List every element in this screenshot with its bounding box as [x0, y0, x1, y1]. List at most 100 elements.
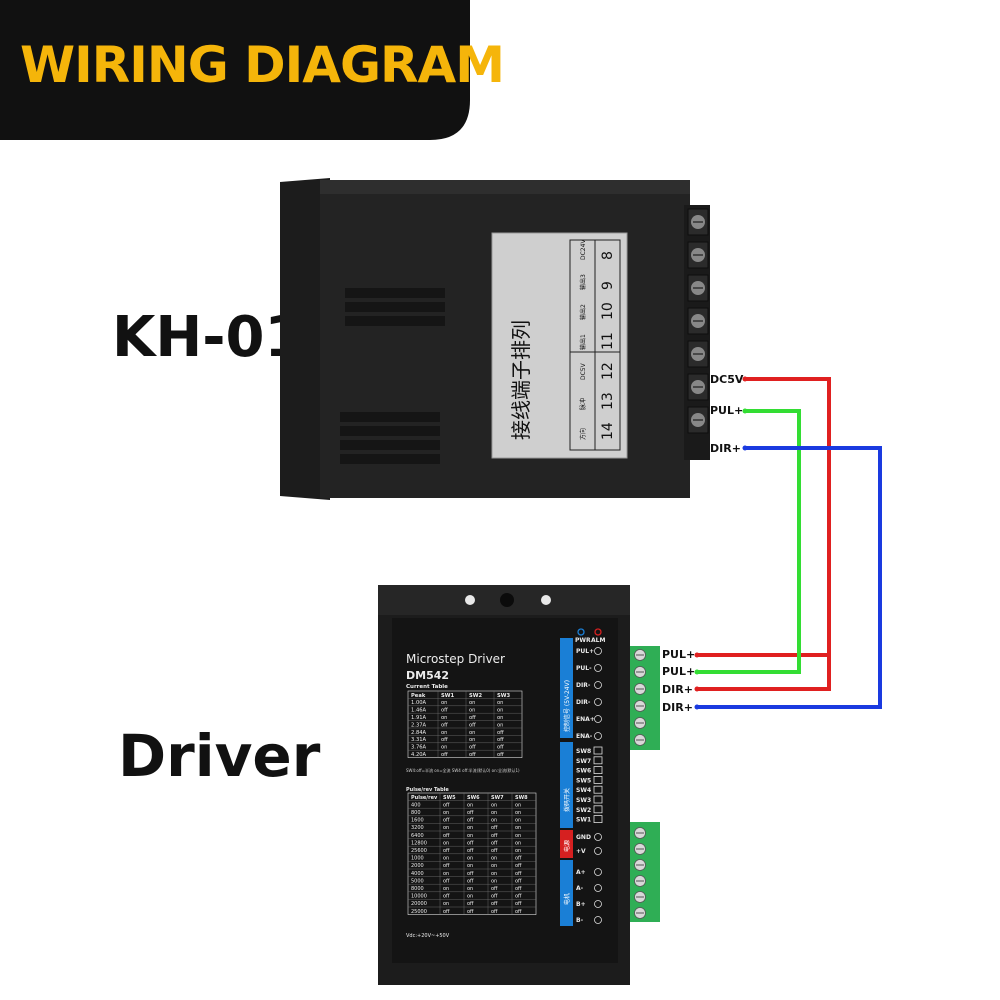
pulse-table-cell: off — [443, 818, 450, 824]
pulse-table-cell: on — [515, 833, 521, 839]
driver-terminal-label: DIR- — [576, 699, 591, 706]
pulse-table-cell: off — [467, 818, 474, 824]
driver-terminal-labels: PUL+PUL-DIR-DIR-ENA+ENA-SW8SW7SW6SW5SW4S… — [576, 647, 603, 924]
power-strip-label: 电源 — [563, 840, 571, 852]
pulse-table-cell: on — [443, 825, 449, 831]
pin-label-dir-plus: DIR+ — [710, 442, 741, 455]
current-table-header: Peak — [411, 693, 426, 699]
pulse-table-cell: off — [515, 863, 522, 869]
motor-strip-label: 电机 — [563, 893, 571, 905]
pulse-table-cell: off — [515, 871, 522, 877]
controller-terminal-name: 输出3 — [579, 274, 587, 290]
current-table-cell: off — [469, 752, 476, 758]
current-table-header: SW2 — [469, 693, 482, 699]
driver-terminal-label: B+ — [576, 901, 586, 908]
driver-terminal-label: SW5 — [576, 777, 591, 784]
controller-side-face — [280, 178, 330, 500]
driver-terminal-label: GND — [576, 834, 591, 841]
pulse-table-cell: on — [491, 863, 497, 869]
current-table-cell: off — [441, 752, 448, 758]
pulse-table-cell: 20000 — [411, 901, 427, 907]
controller-terminal-screws — [687, 208, 709, 434]
pin-label-pul-plus: PUL+ — [710, 404, 743, 417]
header-background — [0, 0, 470, 140]
pin-label-dc5v: DC5V — [710, 373, 744, 386]
pulse-table-cell: 8000 — [411, 886, 424, 892]
terminal-screw-icon — [594, 698, 602, 706]
current-table-cell: on — [441, 715, 447, 721]
pulse-table-cell: 400 — [411, 802, 421, 808]
dip-switch — [593, 785, 603, 794]
driver-terminal-label: SW1 — [576, 817, 591, 824]
mount-hole-right — [541, 595, 551, 605]
pulse-table-cell: off — [467, 848, 474, 854]
signal-strip — [560, 638, 573, 738]
dip-switch — [593, 756, 603, 765]
pulse-table-cell: off — [443, 894, 450, 900]
driver-pot — [500, 593, 514, 607]
wire-label-pul-plus-1: PUL+ — [662, 648, 695, 661]
pulse-table-cell: off — [467, 909, 474, 915]
pulse-table-cell: off — [515, 909, 522, 915]
pulse-table-cell: on — [443, 901, 449, 907]
current-table-cell: off — [497, 752, 504, 758]
controller-terminal-number: 12 — [600, 362, 616, 380]
header-banner — [0, 0, 470, 140]
pulse-table-header: SW6 — [467, 795, 480, 801]
pulse-table-cell: off — [467, 878, 474, 884]
terminal-screw-icon — [594, 847, 602, 855]
driver-terminal-label: +V — [576, 848, 586, 855]
terminal-screw-icon — [594, 715, 602, 723]
driver-title: Microstep Driver — [406, 652, 505, 666]
pulse-table-cell: off — [515, 901, 522, 907]
pulse-table-cell: 5000 — [411, 878, 424, 884]
current-table-cell: off — [441, 737, 448, 743]
controller-terminal-number: 13 — [600, 392, 616, 410]
pulse-table-cell: off — [443, 802, 450, 808]
controller-vents-bottom — [340, 412, 440, 464]
pulse-table-cell: off — [491, 909, 498, 915]
driver-terminal-label: A- — [576, 885, 584, 892]
pulse-table-cell: on — [491, 856, 497, 862]
current-table-cell: 3.31A — [411, 737, 427, 743]
pulse-table-cell: on — [443, 886, 449, 892]
pulse-table-cell: on — [443, 856, 449, 862]
pulse-table-cell: off — [515, 886, 522, 892]
signal-connector — [630, 646, 660, 750]
driver-model: DM542 — [406, 669, 449, 682]
current-table-cell: off — [441, 722, 448, 728]
controller-terminal-name: 方向 — [579, 428, 587, 440]
pulse-table-cell: on — [443, 810, 449, 816]
current-table-cell: 3.76A — [411, 745, 427, 751]
current-table-cell: off — [441, 708, 448, 714]
driver-terminal-label: SW7 — [576, 758, 591, 765]
wire-dc5v-to-pul-plus — [697, 377, 831, 657]
pulse-table-cell: off — [491, 848, 498, 854]
pulse-table-cell: 1600 — [411, 818, 424, 824]
controller-terminal-number: 11 — [600, 332, 616, 350]
pulse-table-cell: 12800 — [411, 840, 427, 846]
current-table-cell: off — [469, 745, 476, 751]
current-table-cell: on — [469, 730, 475, 736]
current-table-cell: 2.84A — [411, 730, 427, 736]
driver-faceplate — [392, 618, 618, 963]
pulse-table-cell: off — [467, 871, 474, 877]
alm-indicator-label: ALM — [591, 637, 605, 644]
wire-label-pul-plus-2: PUL+ — [662, 665, 695, 678]
motor-strip — [560, 860, 573, 926]
controller-vents-top — [345, 288, 445, 326]
current-table-cell: off — [469, 715, 476, 721]
current-table-cell: on — [497, 715, 503, 721]
driver-terminal-label: SW2 — [576, 807, 591, 814]
current-table-cell: 2.37A — [411, 722, 427, 728]
current-table-title: Current Table — [406, 684, 448, 690]
terminal-screw-icon — [594, 732, 602, 740]
driver-terminal-label: DIR- — [576, 682, 591, 689]
terminal-screw-icon — [594, 833, 602, 841]
dip-switch — [593, 766, 603, 774]
wire-pul-to-pul-plus — [697, 409, 801, 674]
pulse-table-cell: 4000 — [411, 871, 424, 877]
pulse-table-cell: on — [467, 856, 473, 862]
current-table-cell: off — [469, 722, 476, 728]
controller-terminal-name: 脉冲 — [579, 398, 587, 410]
